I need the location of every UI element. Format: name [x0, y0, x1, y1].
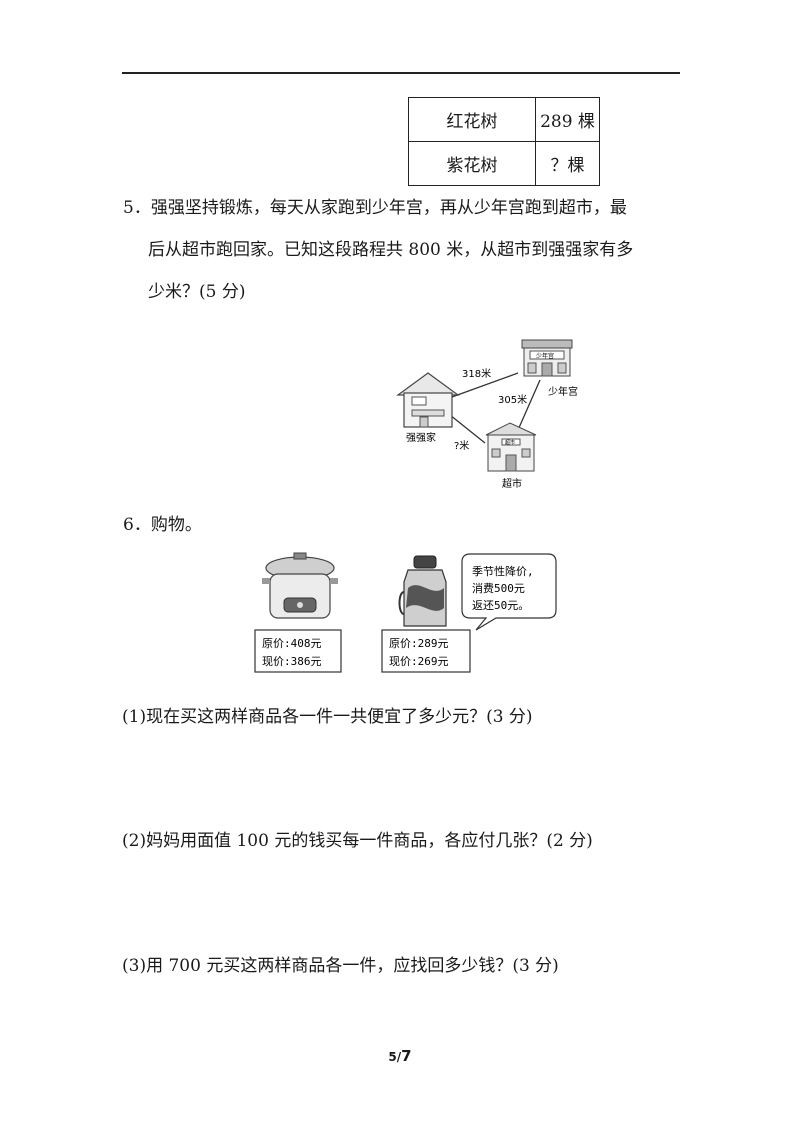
flask-price-tag: [381, 629, 471, 673]
table-row: 紫花树 ？棵: [408, 141, 600, 186]
q5-line1: 5．强强坚持锻炼，每天从家跑到少年宫，再从少年宫跑到超市，最: [123, 198, 627, 218]
route-map: 强强家 少年宫 少年宫 超市 超市 318米 305米 ?米: [396, 339, 578, 490]
table-cell-name: 红花树: [408, 97, 536, 142]
table-cell-value: ？棵: [535, 141, 600, 186]
distance-palace-market: 305米: [498, 393, 527, 406]
path-home-palace: [451, 372, 519, 398]
palace-sign: 少年宫: [536, 352, 554, 360]
cooker-price-tag: [254, 629, 342, 673]
shopping-figure: 原价:408元 现价:386元 原价:289元 现价:269元 季节性降价, 消…: [254, 552, 557, 673]
distance-home-palace: 318米: [462, 367, 491, 380]
table-cell-value: 289 棵: [535, 97, 600, 142]
market-label: 超市: [502, 477, 522, 490]
rice-cooker-icon: [262, 552, 338, 619]
flask-current-price: 现价:269元: [389, 655, 449, 668]
youth-palace-icon: [521, 339, 573, 377]
table-cell-name: 紫花树: [408, 141, 536, 186]
cooker-current-price: 现价:386元: [262, 655, 322, 668]
promo-bubble: [461, 553, 557, 631]
promo-line3: 返还50元。: [472, 599, 529, 612]
home-icon: [396, 372, 460, 428]
page-number: 5/7: [0, 1047, 800, 1065]
top-rule: [122, 72, 680, 74]
table-row: 红花树 289 棵: [408, 97, 600, 142]
promo-line2: 消费500元: [472, 581, 525, 595]
thermos-icon: [398, 555, 447, 627]
q6-sub3: (3)用 700 元买这两样商品各一件，应找回多少钱？(3 分): [122, 956, 559, 976]
cooker-original-price: 原价:408元: [262, 637, 322, 650]
q5-line3: 少米？(5 分): [148, 282, 246, 302]
q6-title: 6．购物。: [123, 515, 202, 535]
market-sign: 超市: [505, 439, 515, 446]
home-label: 强强家: [406, 431, 436, 444]
supermarket-icon: [485, 422, 537, 472]
q6-sub2: (2)妈妈用面值 100 元的钱买每一件商品，各应付几张？(2 分): [122, 831, 593, 851]
promo-line1: 季节性降价,: [472, 564, 534, 578]
path-palace-market: [517, 379, 541, 431]
flask-original-price: 原价:289元: [389, 637, 449, 650]
path-market-home: [449, 414, 486, 444]
page-total: 7: [401, 1047, 412, 1065]
q5-line2: 后从超市跑回家。已知这段路程共 800 米，从超市到强强家有多: [148, 240, 634, 260]
page-current: 5/: [388, 1050, 402, 1064]
palace-label: 少年宫: [548, 385, 578, 398]
flower-table: 红花树 289 棵 紫花树 ？棵: [408, 97, 600, 186]
q6-sub1: (1)现在买这两样商品各一件一共便宜了多少元？(3 分): [122, 707, 533, 727]
distance-market-home: ?米: [454, 439, 469, 452]
